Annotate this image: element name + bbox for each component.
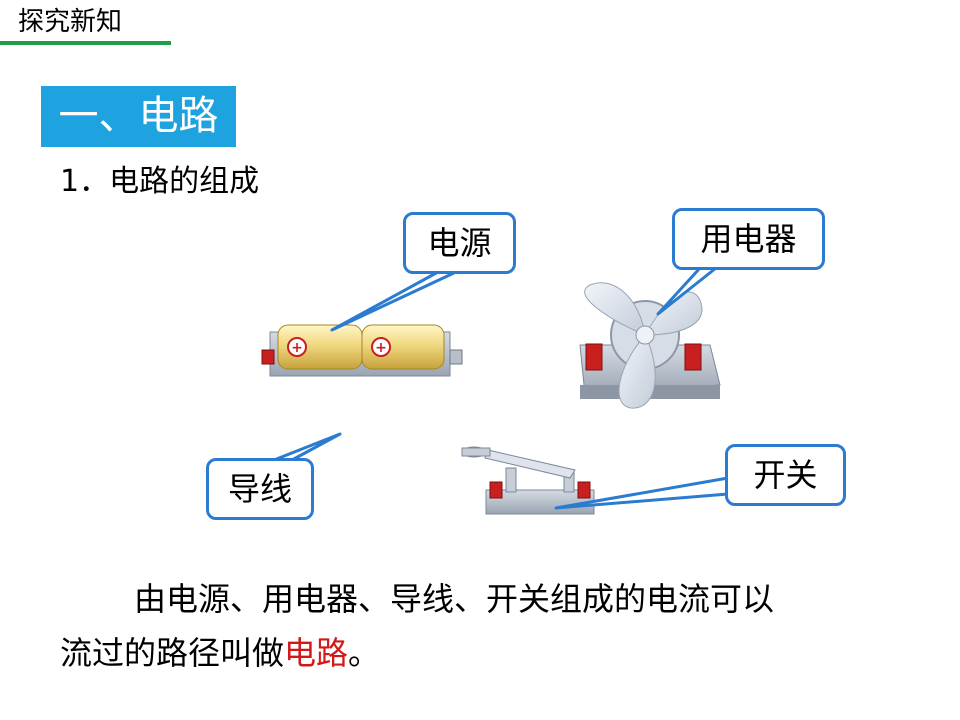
definition-line-2: 流过的路径叫做电路。 [60, 628, 920, 678]
header-title: 探究新知 [18, 7, 123, 37]
svg-text:+: + [375, 340, 387, 356]
definition-prefix: 流过的路径叫做 [60, 634, 285, 672]
svg-text:+: + [291, 340, 303, 356]
battery-holder-icon: + + [261, 324, 463, 377]
callout-appliance: 用电器 [672, 208, 825, 270]
callout-switch: 开关 [725, 444, 846, 506]
callout-power: 电源 [403, 212, 516, 274]
knife-switch-icon [461, 446, 595, 515]
subheading: 1．电路的组成 [60, 164, 260, 199]
definition-keyword: 电路 [284, 634, 349, 672]
section-title: 一、电路 [41, 86, 236, 147]
definition-suffix: 。 [348, 634, 381, 672]
electric-fan-icon [579, 282, 721, 409]
callout-pointer-power [330, 270, 458, 332]
definition-line-1: 由电源、用电器、导线、开关组成的电流可以 [134, 580, 775, 618]
header-rule [0, 41, 171, 45]
callout-pointer-wire [272, 432, 342, 462]
callout-wire: 导线 [206, 458, 314, 520]
